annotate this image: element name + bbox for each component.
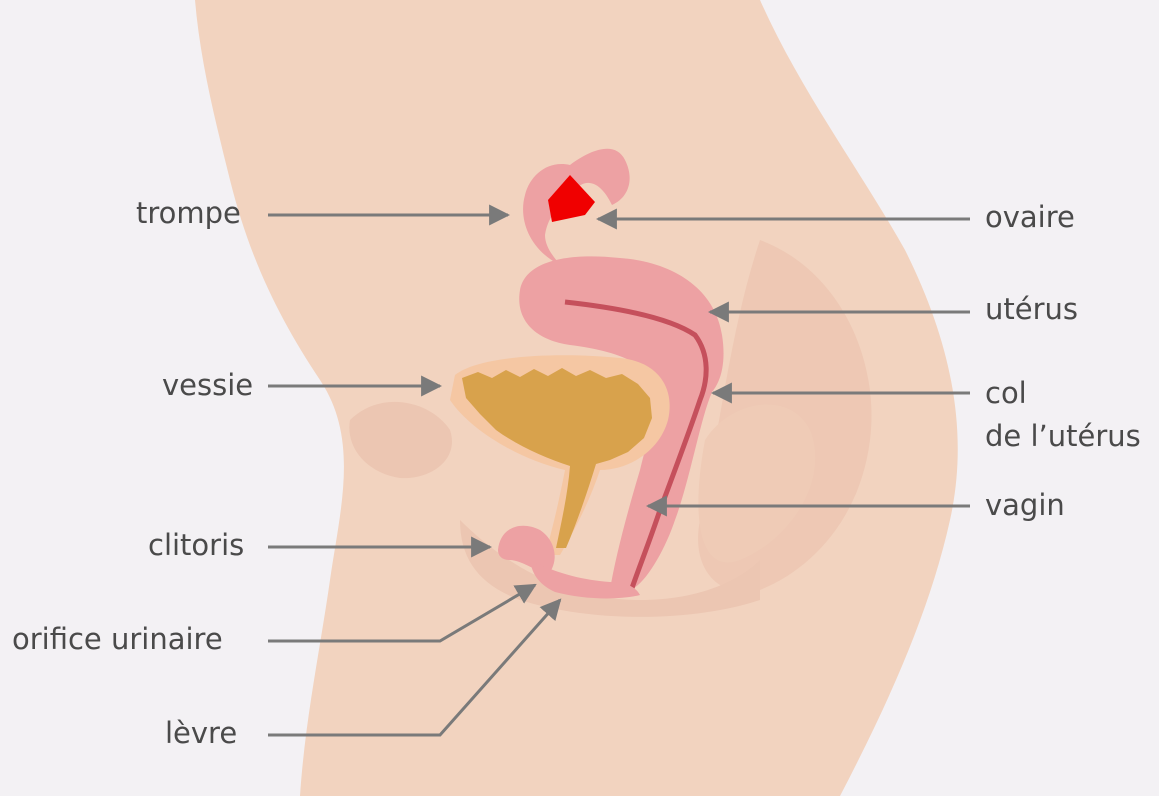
label-col-line1: col	[985, 376, 1027, 410]
label-vagin: vagin	[985, 488, 1065, 522]
label-ovaire: ovaire	[985, 200, 1075, 234]
label-uterus: utérus	[985, 292, 1078, 326]
label-vessie: vessie	[162, 368, 253, 402]
label-trompe: trompe	[136, 196, 241, 230]
label-col-line2: de l’utérus	[985, 419, 1141, 453]
label-orifice-urinaire: orifice urinaire	[12, 622, 223, 656]
label-clitoris: clitoris	[148, 528, 244, 562]
label-levre: lèvre	[165, 716, 237, 750]
